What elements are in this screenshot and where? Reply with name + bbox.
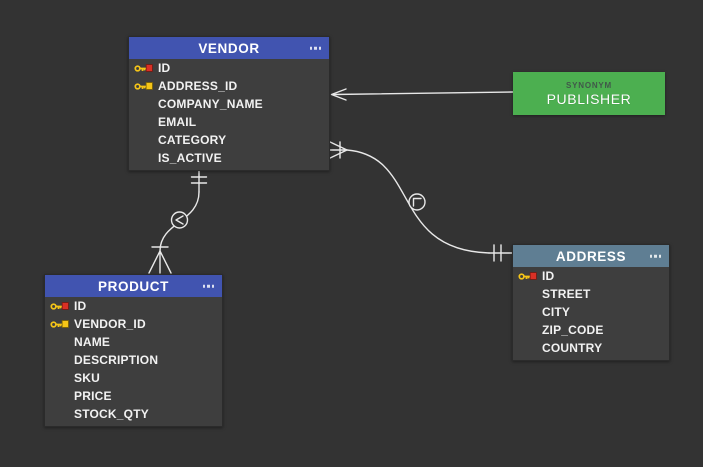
foreign-key-icon [134,81,158,92]
column-row[interactable]: EMAIL [129,113,329,131]
column-row[interactable]: ID [129,59,329,77]
column-name: VENDOR_ID [74,317,146,331]
relationship-vendor-product[interactable] [148,168,208,274]
table-address[interactable]: ADDRESS ID STREET CITY ZIP_CODE COUNTRY [512,244,670,361]
column-row[interactable]: STOCK_QTY [45,405,222,423]
relationship-badge [408,193,426,211]
column-row[interactable]: COUNTRY [513,339,669,357]
synonym-name: PUBLISHER [546,90,632,107]
column-name: ADDRESS_ID [158,79,238,93]
table-menu-ellipsis-icon[interactable] [649,252,663,261]
table-vendor-header[interactable]: VENDOR [129,37,329,59]
relationship-badge [170,211,189,229]
column-row[interactable]: CATEGORY [129,131,329,149]
column-name: COUNTRY [542,341,603,355]
column-name: COMPANY_NAME [158,97,263,111]
column-name: NAME [74,335,111,349]
column-row[interactable]: ID [513,267,669,285]
column-name: CITY [542,305,571,319]
column-row[interactable]: ID [45,297,222,315]
column-name: CATEGORY [158,133,227,147]
column-row[interactable]: CITY [513,303,669,321]
table-product-header[interactable]: PRODUCT [45,275,222,297]
table-title: ADDRESS [555,248,627,264]
column-row[interactable]: STREET [513,285,669,303]
badge-chevron-icon [175,215,184,225]
table-menu-ellipsis-icon[interactable] [202,282,216,291]
column-row[interactable]: ZIP_CODE [513,321,669,339]
synonym-arrow-publisher-vendor[interactable] [330,88,514,101]
column-name: DESCRIPTION [74,353,159,367]
table-title: PRODUCT [98,278,169,294]
column-row[interactable]: SKU [45,369,222,387]
column-name: ID [74,299,87,313]
column-name: IS_ACTIVE [158,151,222,165]
column-row[interactable]: NAME [45,333,222,351]
primary-key-icon [50,301,74,312]
synonym-type-label: SYNONYM [565,80,613,90]
primary-key-icon [134,63,158,74]
column-row[interactable]: VENDOR_ID [45,315,222,333]
table-address-header[interactable]: ADDRESS [513,245,669,267]
table-title: VENDOR [198,40,260,56]
relationship-address-vendor[interactable] [327,140,513,262]
column-name: STOCK_QTY [74,407,149,421]
badge-corner-icon [412,197,422,207]
column-row[interactable]: DESCRIPTION [45,351,222,369]
synonym-publisher[interactable]: SYNONYM PUBLISHER [513,72,665,115]
column-name: ZIP_CODE [542,323,604,337]
column-name: SKU [74,371,100,385]
column-row[interactable]: ADDRESS_ID [129,77,329,95]
crow-foot-icon [327,140,348,160]
primary-key-icon [518,271,542,282]
column-row[interactable]: PRICE [45,387,222,405]
arrowhead-icon [330,88,347,101]
column-name: PRICE [74,389,112,403]
column-name: STREET [542,287,591,301]
table-menu-ellipsis-icon[interactable] [309,44,323,53]
table-vendor[interactable]: VENDOR ID ADDRESS_ID COMPANY_NAME EMAIL … [128,36,330,171]
column-name: ID [158,61,171,75]
column-name: ID [542,269,555,283]
column-name: EMAIL [158,115,197,129]
table-product[interactable]: PRODUCT ID VENDOR_ID NAME DESCRIPTION SK… [44,274,223,427]
crow-foot-icon [148,250,172,274]
column-row[interactable]: COMPANY_NAME [129,95,329,113]
column-row[interactable]: IS_ACTIVE [129,149,329,167]
foreign-key-icon [50,319,74,330]
